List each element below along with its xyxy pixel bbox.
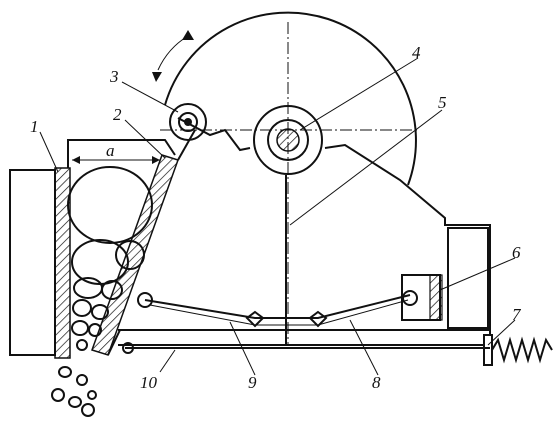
swing-jaw bbox=[91, 129, 196, 356]
label-1: 1 bbox=[30, 117, 39, 136]
label-dim-a: a bbox=[106, 141, 115, 160]
label-3: 3 bbox=[109, 67, 119, 86]
label-10: 10 bbox=[140, 373, 158, 392]
label-4: 4 bbox=[412, 43, 421, 62]
adjustment-block bbox=[401, 274, 443, 321]
rocks bbox=[51, 166, 153, 417]
toggle-plates bbox=[137, 290, 418, 328]
eccentric-shaft bbox=[253, 105, 323, 175]
label-9: 9 bbox=[248, 373, 257, 392]
rotation-arrow bbox=[152, 30, 194, 82]
part-labels: 1 2 3 4 5 6 7 8 9 10 a bbox=[30, 43, 522, 392]
housing bbox=[67, 117, 491, 346]
label-2: 2 bbox=[113, 105, 122, 124]
fixed-jaw-frame bbox=[9, 167, 71, 359]
jaw-suspension-shaft bbox=[169, 103, 207, 141]
leader-lines bbox=[39, 57, 516, 376]
tension-rod-spring bbox=[122, 334, 553, 366]
label-5: 5 bbox=[438, 93, 447, 112]
label-8: 8 bbox=[372, 373, 381, 392]
label-6: 6 bbox=[512, 243, 521, 262]
label-7: 7 bbox=[512, 305, 522, 324]
flywheel bbox=[160, 11, 420, 345]
dimension-a bbox=[72, 156, 160, 164]
